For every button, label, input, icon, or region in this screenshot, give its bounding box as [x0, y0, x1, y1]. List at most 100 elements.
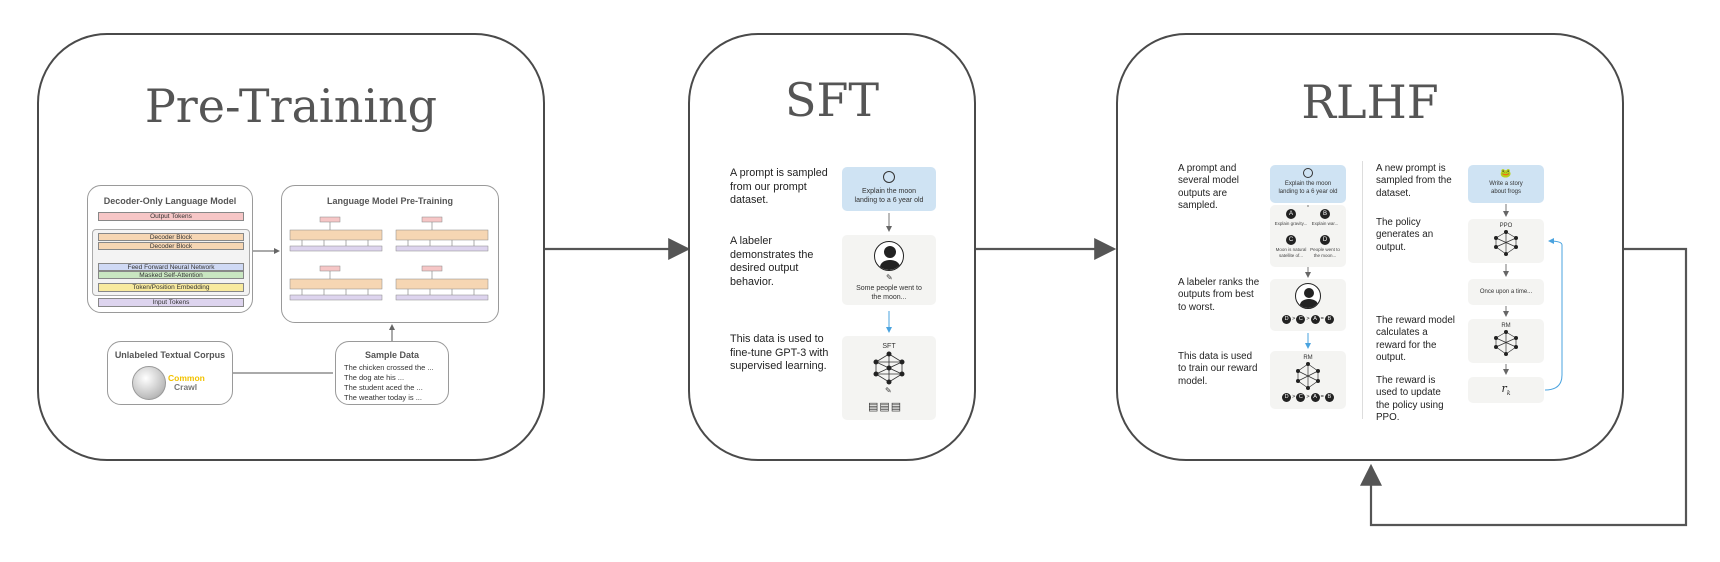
- reward-subscript: k: [1506, 390, 1511, 398]
- sft-prompt-text: Explain the moon landing to a 6 year old: [854, 188, 924, 204]
- ppo-output-text: Once upon a time...: [1479, 289, 1533, 295]
- mini-decoder-bottom-right: [395, 265, 489, 301]
- sft-step1-text: A prompt is sampled from our prompt data…: [730, 167, 828, 206]
- common-crawl-logo: Common Crawl: [168, 374, 205, 392]
- pretraining-title: Pre-Training: [144, 79, 438, 133]
- sft-prompt-card: Explain the moon landing to a 6 year old: [842, 167, 936, 211]
- rm-ranking-card: D>C>A=B: [1270, 279, 1346, 331]
- option-b: B Explain war...: [1308, 209, 1342, 227]
- mini-decoder-bottom-left: [289, 265, 383, 301]
- documents-icon: ▤▤▤: [868, 401, 903, 413]
- labeler-avatar-icon: [1295, 283, 1321, 309]
- option-letter-badge: A: [1286, 209, 1296, 219]
- option-letter-badge: C: [1286, 235, 1296, 245]
- option-text: Explain war...: [1311, 221, 1339, 226]
- ppo-output-card: Once upon a time...: [1468, 279, 1544, 305]
- ppo-rm-label: RM: [1501, 323, 1511, 329]
- option-letter-badge: D: [1320, 235, 1330, 245]
- sample-line: The student aced the ...: [344, 383, 423, 392]
- rank-operator: >: [1306, 394, 1310, 400]
- sft-demo-text: Some people went to the moon...: [856, 285, 922, 301]
- sample-line: The chicken crossed the ...: [344, 363, 434, 372]
- neural-network-icon: [873, 351, 905, 385]
- neural-network-icon: [1296, 362, 1320, 390]
- sft-internal-arrows: [886, 213, 892, 333]
- decoder-model-title: Decoder-Only Language Model: [103, 196, 237, 206]
- option-text: Moon is natural satellite of...: [1275, 247, 1307, 258]
- option-text: People went to the moon...: [1310, 247, 1340, 258]
- feedback-loop-arrow: [1360, 247, 1688, 527]
- ppo-step4-text: The reward is used to update the policy …: [1376, 375, 1444, 424]
- sft-demo-card: ✎ Some people went to the moon...: [842, 235, 936, 305]
- rank-badge: C: [1296, 393, 1306, 402]
- sft-step2-text: A labeler demonstrates the desired outpu…: [730, 235, 814, 288]
- rm-step1-text: A prompt and several model outputs are s…: [1178, 163, 1239, 212]
- option-text: Explain gravity...: [1274, 221, 1308, 226]
- ppo-rm-card: RM: [1468, 319, 1544, 363]
- rm-options-card: A Explain gravity... B Explain war... C …: [1270, 205, 1346, 267]
- rank-badge: C: [1296, 315, 1306, 324]
- ppo-prompt-text: Write a story about frogs: [1489, 181, 1523, 195]
- self-attention-layer: Masked Self-Attention: [98, 271, 244, 279]
- rlhf-title: RLHF: [1301, 75, 1439, 129]
- sample-data-title: Sample Data: [364, 350, 420, 360]
- reward-r: r: [1501, 382, 1507, 395]
- rank-badge: A: [1310, 393, 1320, 402]
- rlhf-panel: RLHF A prompt and several model outputs …: [1116, 33, 1624, 461]
- rank-badge: B: [1324, 315, 1334, 324]
- sft-step3-text: This data is used to fine-tune GPT-3 wit…: [730, 333, 829, 372]
- common-crawl-logo-word2: Crawl: [174, 382, 198, 392]
- input-tokens-layer: Input Tokens: [98, 298, 244, 307]
- sample-line: The weather today is ...: [344, 393, 422, 402]
- rank-badge: D: [1282, 315, 1292, 324]
- option-d: D People went to the moon...: [1308, 235, 1342, 258]
- labeler-avatar-icon: [874, 241, 904, 271]
- pretraining-panel: Pre-Training Decoder-Only Language Model…: [37, 33, 545, 461]
- neural-network-icon: [1494, 330, 1518, 356]
- rm-model-label: RM: [1303, 355, 1313, 361]
- rank-operator: >: [1292, 316, 1296, 322]
- common-crawl-logo-word1: Common: [168, 373, 205, 383]
- option-a: A Explain gravity...: [1274, 209, 1308, 227]
- decoder-block-layer: Decoder Block: [98, 242, 244, 250]
- ppo-step1-text: A new prompt is sampled from the dataset…: [1376, 163, 1452, 199]
- reward-symbol: rk: [1468, 382, 1544, 397]
- embedding-layer: Token/Position Embedding: [98, 283, 244, 292]
- rlhf-column-divider: [1362, 161, 1363, 419]
- rank-operator: =: [1320, 316, 1324, 322]
- sft-model-card: SFT ✎ ▤▤▤: [842, 336, 936, 420]
- mini-decoder-top-right: [395, 216, 489, 252]
- rm-step2-text: A labeler ranks the outputs from best to…: [1178, 277, 1260, 313]
- rank-operator: >: [1292, 394, 1296, 400]
- output-tokens-layer: Output Tokens: [98, 212, 244, 221]
- decoder-model-box: Decoder-Only Language Model Output Token…: [87, 185, 253, 313]
- sft-title: SFT: [784, 73, 880, 127]
- rank-operator: >: [1306, 316, 1310, 322]
- frog-icon: 🐸: [1500, 168, 1512, 178]
- lm-pretraining-box: Language Model Pre-Training: [281, 185, 499, 323]
- lm-pretraining-diagram: [289, 216, 489, 301]
- rank-badge: D: [1282, 393, 1292, 402]
- lm-pretraining-title: Language Model Pre-Training: [326, 196, 453, 206]
- rm-step3-text: This data is used to train our reward mo…: [1178, 351, 1258, 387]
- corpus-title: Unlabeled Textual Corpus: [114, 350, 226, 360]
- sample-data-box: Sample Data The chicken crossed the ... …: [335, 341, 449, 405]
- rm-prompt-text: Explain the moon landing to a 6 year old: [1278, 181, 1338, 195]
- sft-panel: SFT A prompt is sampled from our prompt …: [688, 33, 976, 461]
- neural-network-icon: [1494, 230, 1518, 256]
- pretraining-internal-arrows: [233, 248, 395, 374]
- moon-icon: [1303, 168, 1313, 178]
- option-letter-badge: B: [1320, 209, 1330, 219]
- sft-model-label: SFT: [882, 343, 896, 350]
- rlhf-internal-arrows: [1305, 204, 1563, 391]
- rm-model-card: RM D>C>A=B: [1270, 351, 1346, 409]
- pencil-icon: ✎: [885, 386, 892, 395]
- rank-badge: B: [1324, 393, 1334, 402]
- moon-icon: [883, 171, 895, 183]
- ranking-row: D>C>A=B: [1270, 315, 1346, 324]
- rank-operator: =: [1320, 394, 1324, 400]
- ppo-policy-card: PPO: [1468, 219, 1544, 263]
- mini-decoder-top-left: [289, 216, 383, 252]
- option-c: C Moon is natural satellite of...: [1274, 235, 1308, 258]
